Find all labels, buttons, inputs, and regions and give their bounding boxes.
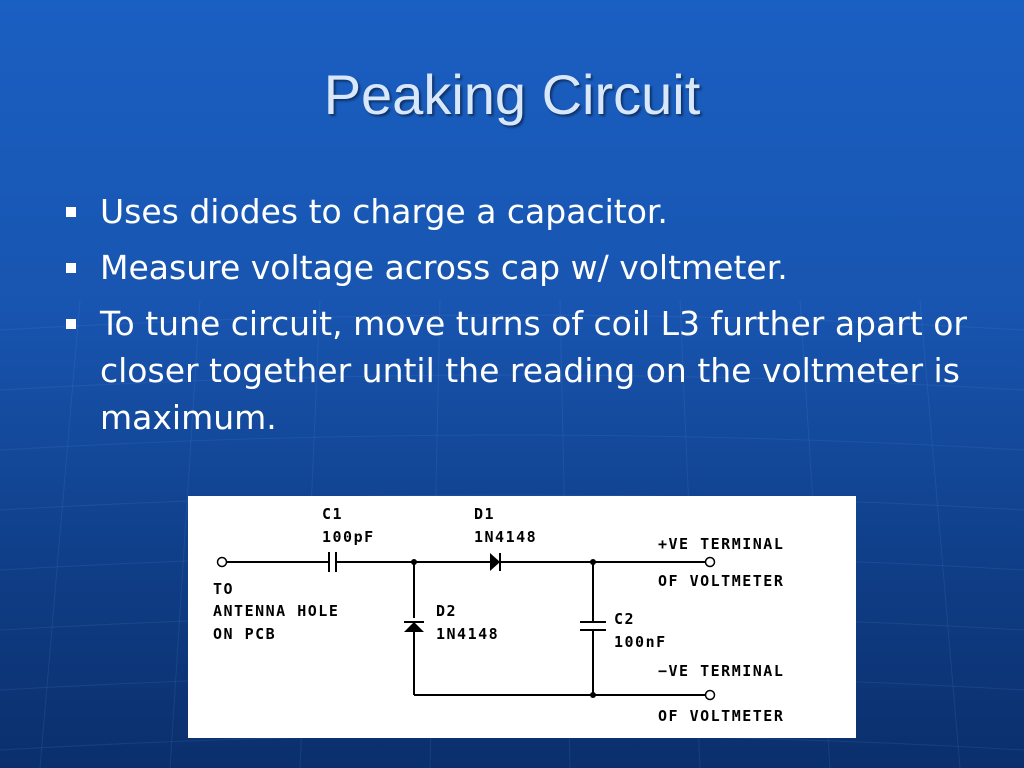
d2-name-label: D2 bbox=[436, 602, 457, 620]
bullet-text: Measure voltage across cap w/ voltmeter. bbox=[100, 248, 788, 287]
c2-name-label: C2 bbox=[614, 610, 635, 628]
diode-d2-icon bbox=[404, 622, 424, 632]
input-label-line: ON PCB bbox=[213, 625, 276, 643]
square-bullet-icon bbox=[66, 263, 76, 273]
bullet-list: Uses diodes to charge a capacitor. Measu… bbox=[60, 188, 980, 450]
input-label-line: TO bbox=[213, 580, 234, 598]
d1-name-label: D1 bbox=[474, 505, 495, 523]
diode-d1-icon bbox=[490, 553, 500, 571]
positive-terminal-icon bbox=[704, 556, 716, 568]
c1-value-label: 100pF bbox=[322, 528, 375, 546]
negative-terminal-sublabel: OF VOLTMETER bbox=[658, 707, 784, 725]
peaking-circuit-schematic: C1 100pF D1 1N4148 D2 1N4148 C2 100nF TO… bbox=[213, 505, 784, 725]
bullet-text: To tune circuit, move turns of coil L3 f… bbox=[100, 304, 967, 437]
square-bullet-icon bbox=[66, 207, 76, 217]
junction-dot bbox=[590, 692, 596, 698]
square-bullet-icon bbox=[66, 319, 76, 329]
d1-value-label: 1N4148 bbox=[474, 528, 537, 546]
bullet-text: Uses diodes to charge a capacitor. bbox=[100, 192, 668, 231]
input-terminal-icon bbox=[216, 556, 228, 568]
negative-terminal-icon bbox=[704, 689, 716, 701]
slide-title: Peaking Circuit bbox=[323, 63, 701, 126]
circuit-diagram-panel: C1 100pF D1 1N4148 D2 1N4148 C2 100nF TO… bbox=[188, 496, 856, 738]
positive-terminal-sublabel: OF VOLTMETER bbox=[658, 572, 784, 590]
junction-dot bbox=[590, 559, 596, 565]
bullet-item: To tune circuit, move turns of coil L3 f… bbox=[60, 300, 980, 441]
input-label-line: ANTENNA HOLE bbox=[213, 602, 339, 620]
d2-value-label: 1N4148 bbox=[436, 625, 499, 643]
c2-value-label: 100nF bbox=[614, 633, 667, 651]
bullet-item: Measure voltage across cap w/ voltmeter. bbox=[60, 244, 980, 291]
junction-dot bbox=[411, 559, 417, 565]
negative-terminal-label: −VE TERMINAL bbox=[658, 662, 784, 680]
bullet-item: Uses diodes to charge a capacitor. bbox=[60, 188, 980, 235]
positive-terminal-label: +VE TERMINAL bbox=[658, 535, 784, 553]
c1-name-label: C1 bbox=[322, 505, 343, 523]
